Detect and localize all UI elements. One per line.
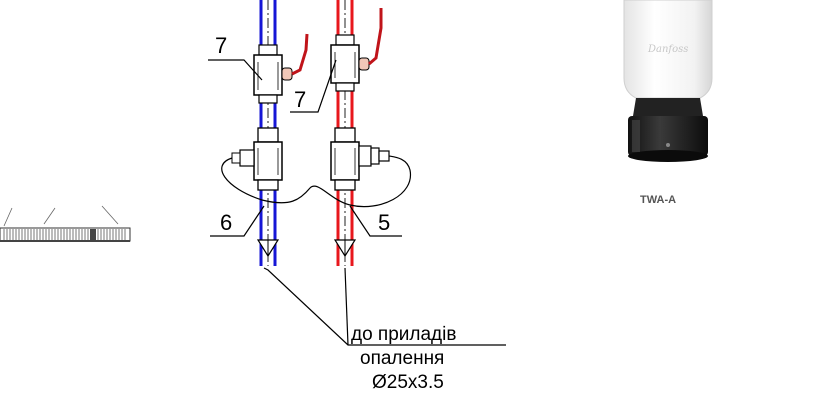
heating-strip-fragment [0,205,131,242]
ball-valve-right [330,8,383,92]
capillary-tube [221,155,411,208]
caption-line-3: Ø25x3.5 [372,372,444,393]
caption-line-2: опалення [360,348,444,369]
label-fitting-6: 6 [220,210,232,235]
brand-logo-text: Danfoss [647,44,688,55]
caption-line-1: до приладів [351,324,456,345]
flow-arrow-left [256,239,280,258]
label-valve-7-right: 7 [294,87,306,112]
thermostat-actuator-image: Danfoss [623,0,713,162]
label-valve-7-left: 7 [215,33,227,58]
return-fitting-left [231,127,283,191]
flow-arrow-right [333,239,357,258]
ball-valve-left [253,33,309,104]
label-fitting-5: 5 [378,210,390,235]
supply-fitting-right [330,127,390,191]
leader-lines [208,59,506,346]
thermostat-model-label: TWA-A [640,194,676,206]
